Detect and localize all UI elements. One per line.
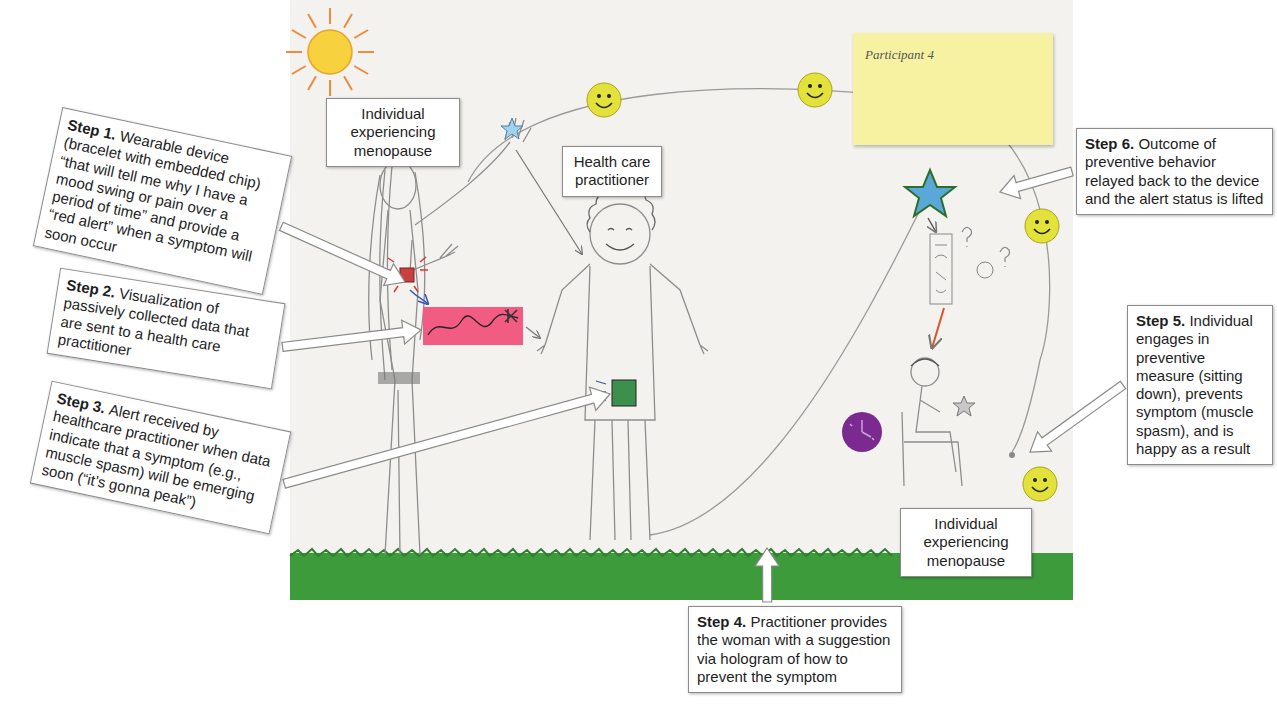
smiley <box>1023 467 1057 501</box>
note-text: Participant 4 <box>865 47 934 62</box>
smiley-face <box>1023 467 1057 501</box>
woman-belt <box>378 372 420 384</box>
callout-text: Individual engages in preventive measure… <box>1136 312 1254 457</box>
callout-box: Step 3.Alert received by healthcare prac… <box>30 381 292 535</box>
label-text: Individual experiencing menopause <box>923 515 1008 569</box>
callout-text: Alert received by healthcare practitione… <box>40 400 272 510</box>
bracelet-star <box>501 118 523 139</box>
callout-box: Step 6.Outcome of preventive behavior re… <box>1076 128 1273 215</box>
grass-tufts <box>290 549 892 556</box>
sun-rays <box>286 8 374 96</box>
hologram-star <box>905 170 955 216</box>
smiley-mouth <box>1034 229 1050 234</box>
practitioner-head <box>590 204 650 264</box>
smiley <box>587 83 621 117</box>
sitting-body <box>916 386 956 472</box>
label-box: Individual experiencing menopause <box>900 508 1032 577</box>
smiley-mouth <box>807 93 823 98</box>
leader-arrow <box>1030 381 1126 452</box>
sitting-head <box>911 358 939 386</box>
hologram-line <box>650 214 918 535</box>
smiley-face <box>587 83 621 117</box>
leader-arrow <box>283 387 610 488</box>
leader-arrow <box>1000 167 1073 198</box>
step-number: Step 4. <box>697 613 746 630</box>
practitioner-face <box>606 229 634 251</box>
leader-arrow <box>282 320 421 351</box>
sitting-cap <box>911 359 939 366</box>
data-arrow <box>410 290 428 304</box>
data-visualization <box>423 307 523 345</box>
step-number: Step 6. <box>1085 135 1134 152</box>
smiley <box>798 73 832 107</box>
small-star <box>953 396 975 416</box>
sitting-figure <box>902 358 962 486</box>
step-number: Step 5. <box>1136 312 1185 329</box>
chair <box>902 412 962 486</box>
callout-text: Wearable device (bracelet with embedded … <box>43 127 262 265</box>
woman-head <box>380 161 416 209</box>
data-wave <box>428 314 518 335</box>
smiley-eye <box>1033 478 1037 482</box>
leader-arrow <box>755 548 779 602</box>
smiley-mouth <box>596 103 612 108</box>
practitioner-figure <box>537 187 708 540</box>
smiley-eye <box>607 94 611 98</box>
sun <box>286 8 374 96</box>
smiley-eye <box>1043 478 1047 482</box>
label-box: Individual experiencing menopause <box>326 98 460 167</box>
smiley-eye <box>597 94 601 98</box>
callout-box: Step 1.Wearable device (bracelet with em… <box>33 107 292 295</box>
question-marks <box>962 227 1010 267</box>
label-text: Individual experiencing menopause <box>350 105 435 159</box>
practitioner-hands <box>537 345 708 354</box>
loop-dot <box>1009 452 1015 458</box>
sun-disc <box>308 30 352 74</box>
suggestion-arrow <box>932 308 944 348</box>
label-text: Health care practitioner <box>574 153 651 188</box>
smiley-eye <box>1035 220 1039 224</box>
paper-ground <box>290 0 1073 600</box>
sticky-note: Participant 4 <box>853 33 1053 145</box>
smiley-eye <box>1045 220 1049 224</box>
callout-box: Step 5.Individual engages in preventive … <box>1127 305 1273 465</box>
clock-hands <box>850 420 874 440</box>
purple-clock <box>842 412 882 452</box>
smiley-face <box>1025 209 1059 243</box>
smiley <box>1025 209 1059 243</box>
leader-arrow <box>280 222 406 285</box>
callout-box: Step 4.Practitioner provides the woman w… <box>688 606 902 693</box>
smiley-mouth <box>1032 487 1048 492</box>
hologram-arrow <box>928 218 936 232</box>
send-arrow <box>526 327 540 338</box>
smiley-eye <box>808 84 812 88</box>
hologram-scribble <box>935 245 947 293</box>
smiley-face <box>798 73 832 107</box>
smiley-eye <box>818 84 822 88</box>
hologram <box>930 234 952 304</box>
peak-mark <box>505 309 517 323</box>
label-box: Health care practitioner <box>562 146 662 197</box>
practitioner-device <box>612 380 636 406</box>
woman-arm <box>410 240 458 272</box>
small-face <box>977 262 993 278</box>
